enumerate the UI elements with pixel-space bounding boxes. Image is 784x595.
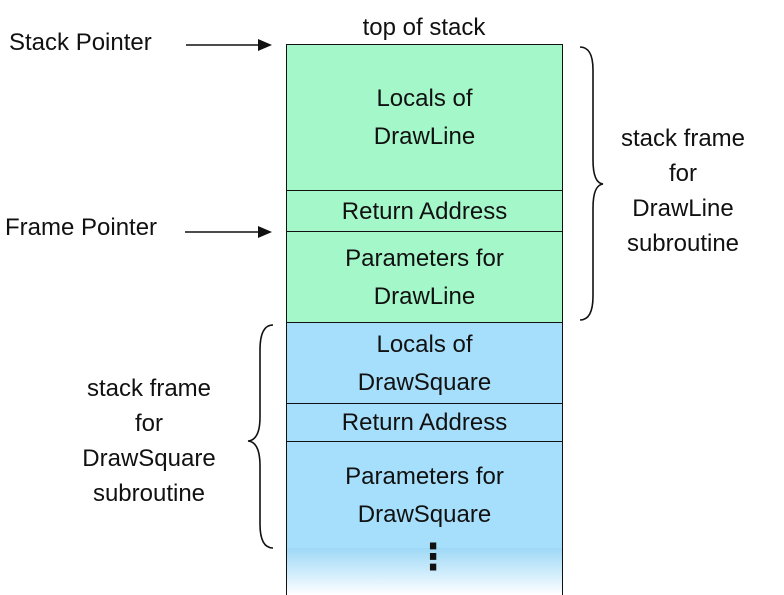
stack-pointer-arrow	[186, 39, 272, 51]
drawline-frame-label: stack frame for DrawLine subroutine	[620, 125, 746, 257]
continuation-ellipsis: ⋮	[415, 539, 451, 575]
cell-label: Return Address	[341, 409, 508, 436]
cell-label: Parameters for DrawLine	[345, 244, 504, 310]
stack-continuation	[286, 548, 563, 595]
drawsquare-frame-brace	[247, 324, 274, 549]
cell-label: Parameters for DrawSquare	[345, 462, 504, 528]
top-of-stack-label: top of stack	[362, 14, 486, 41]
cell-label: Locals of DrawLine	[373, 85, 476, 150]
drawsquare-frame-label: stack frame for DrawSquare subroutine	[82, 375, 216, 507]
frame-pointer-arrow	[185, 226, 272, 238]
cell-label: Return Address	[341, 197, 508, 225]
stack-pointer-label: Stack Pointer	[9, 29, 152, 56]
drawline-frame-brace	[579, 46, 604, 321]
cell-return-address-drawline: Return Address	[286, 190, 563, 233]
cell-label: Locals of DrawSquare	[357, 330, 492, 396]
cell-locals-drawsquare: Locals of DrawSquare	[286, 322, 563, 405]
cell-parameters-drawsquare: Parameters for DrawSquare	[286, 441, 563, 550]
frame-pointer-label: Frame Pointer	[5, 214, 158, 241]
cell-return-address-drawsquare: Return Address	[286, 403, 563, 443]
ellipsis-glyph: ⋮	[415, 536, 451, 577]
cell-parameters-drawline: Parameters for DrawLine	[286, 231, 563, 324]
cell-locals-drawline: Locals of DrawLine	[286, 44, 563, 192]
